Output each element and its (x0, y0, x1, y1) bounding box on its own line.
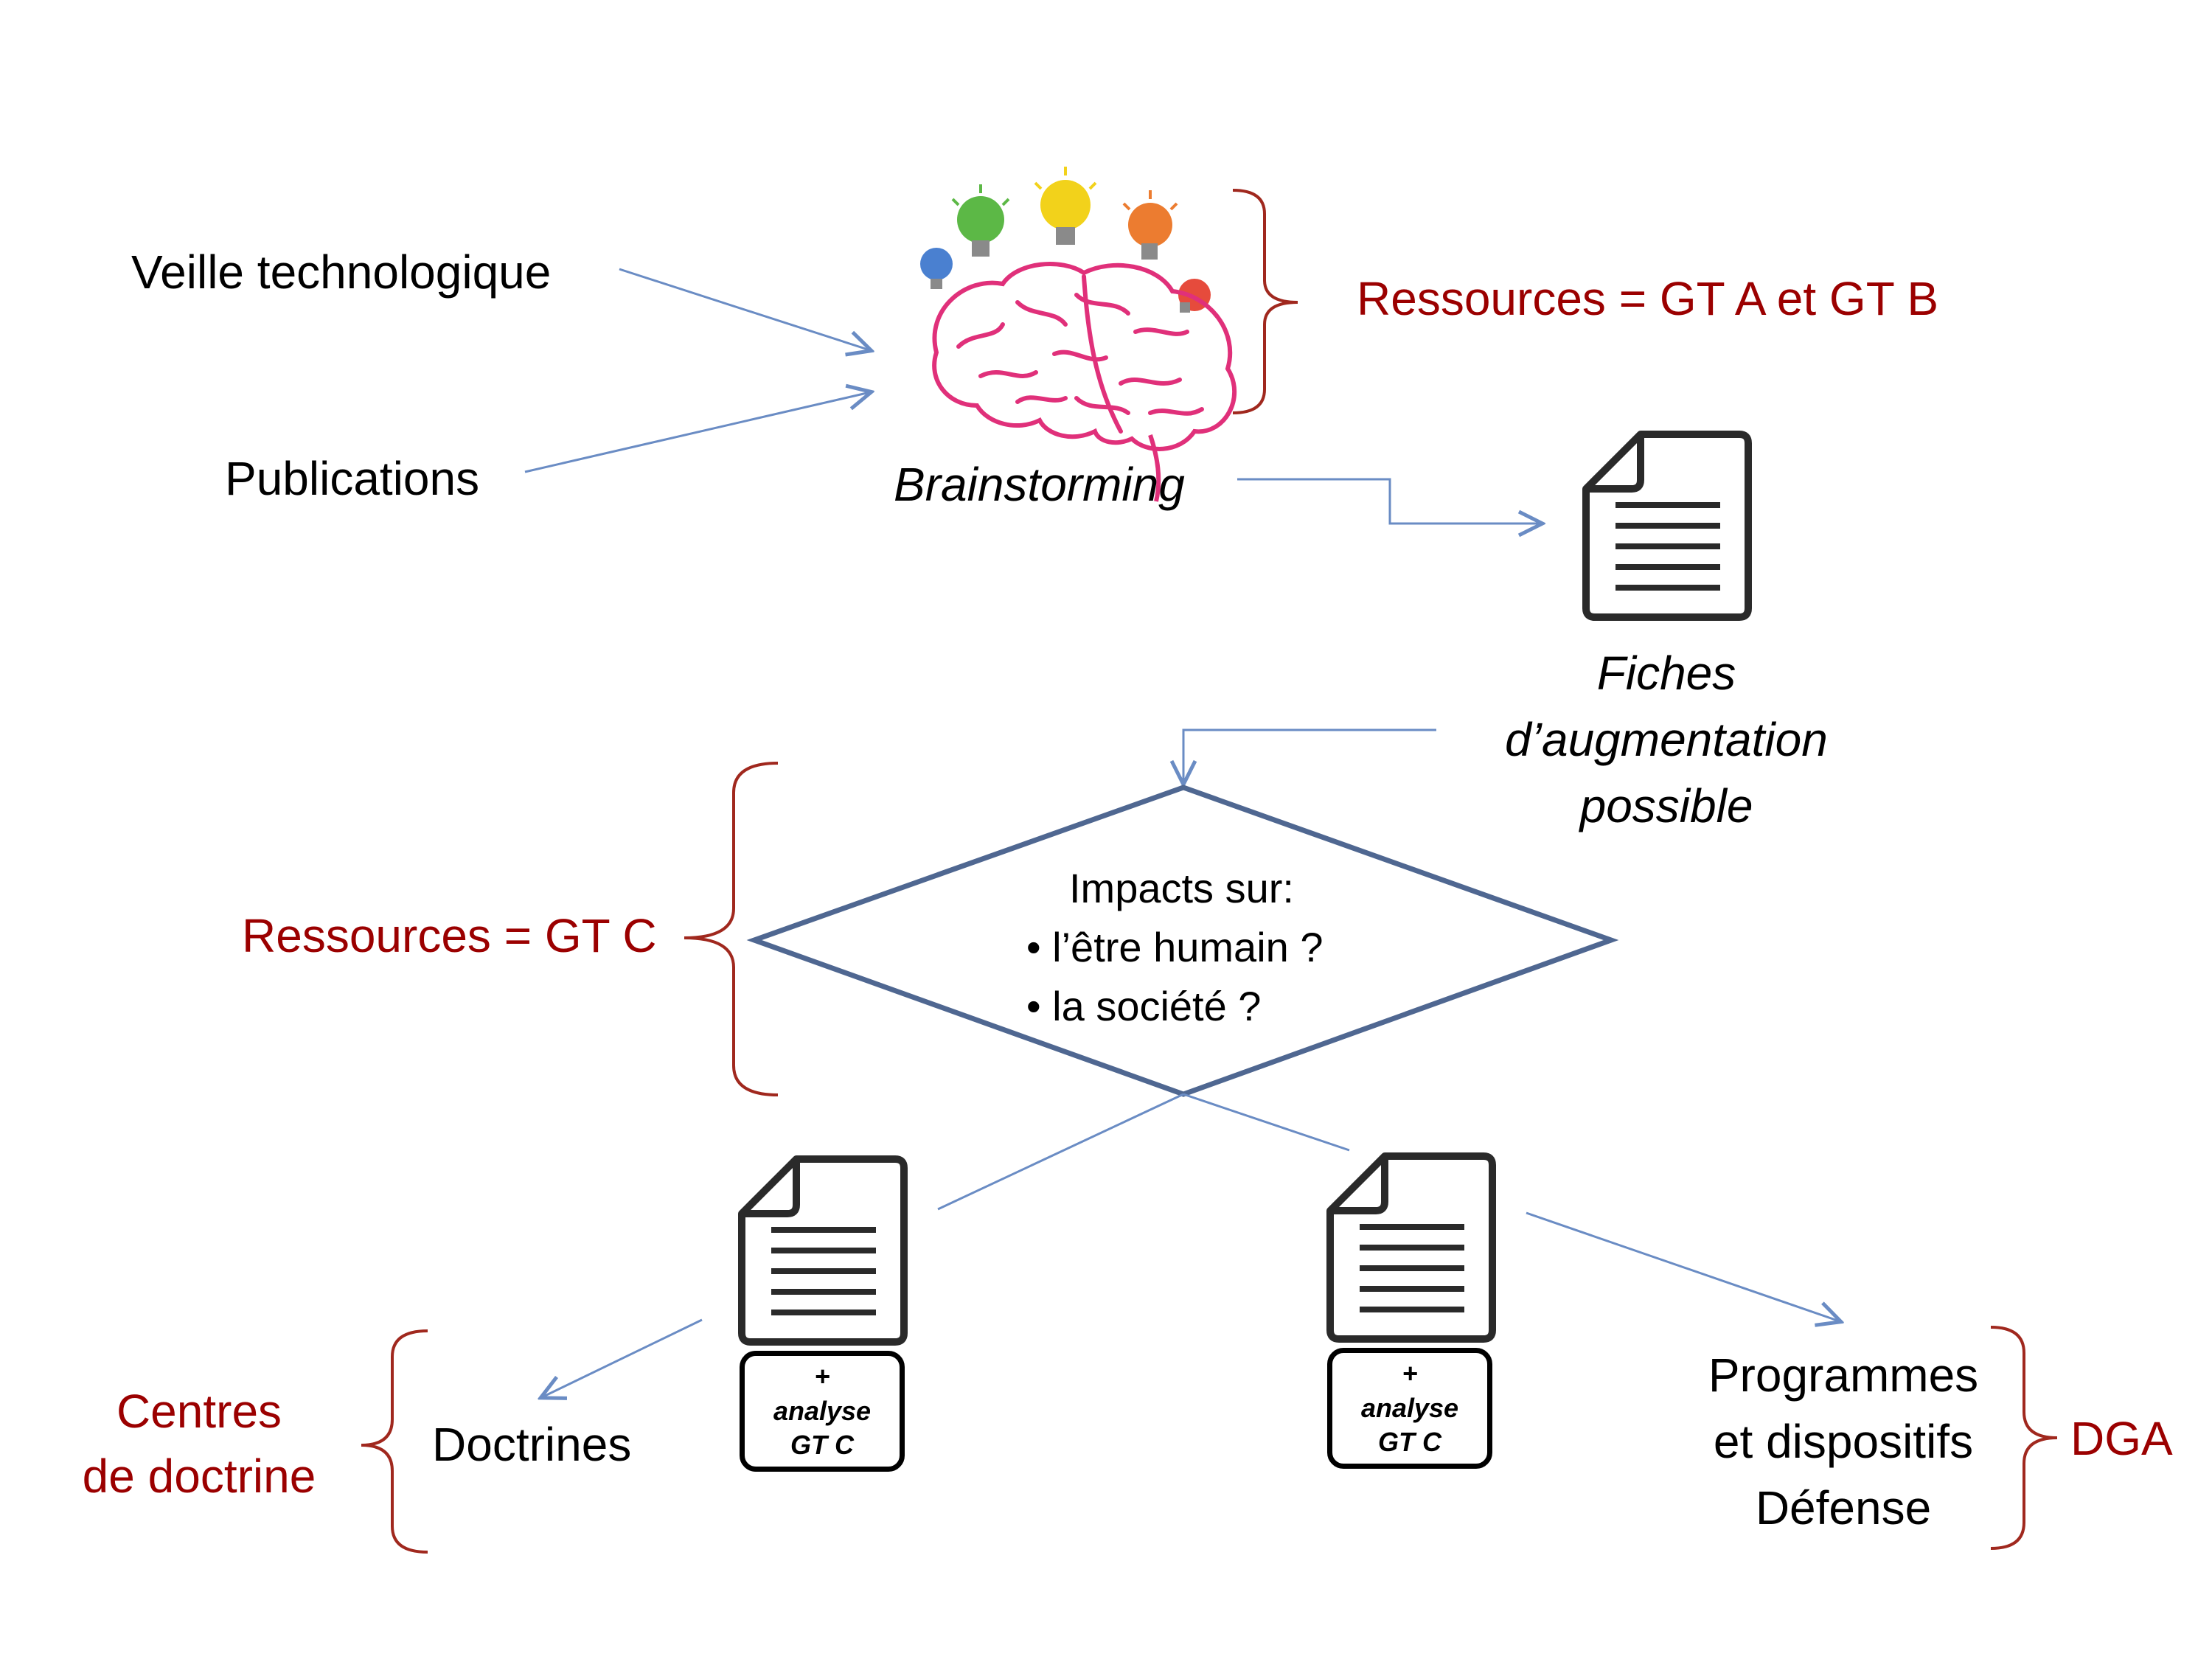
lightbulb-blue-icon (920, 248, 953, 289)
analysis-line-2: GT C (1378, 1427, 1441, 1458)
centres-de-doctrine: Centres de doctrine (52, 1379, 347, 1509)
analysis-box-right: + analyse GT C (1327, 1348, 1492, 1469)
programmes-line-3: Défense (1755, 1481, 1932, 1534)
bracket-decision-resources (684, 762, 779, 1096)
fiches-line-2: d’augmentation (1505, 713, 1828, 766)
analysis-line-1: analyse (773, 1395, 872, 1426)
brainstorm-brain-icon (920, 167, 1237, 502)
dga-label: DGA (2070, 1412, 2173, 1465)
arrow-brainstorm-to-fiches (1237, 478, 1541, 524)
decision-item: la société ? (1026, 977, 1323, 1036)
centres-line-1: Centres (116, 1385, 282, 1438)
bracket-centres (361, 1329, 428, 1554)
resources-gt-c: Ressources = GT C (242, 909, 657, 962)
input-publications: Publications (225, 452, 480, 505)
lightbulb-orange-icon (1122, 190, 1178, 260)
arrow-veille-to-brainstorm (619, 268, 870, 350)
brainstorming-label: Brainstorming (894, 458, 1185, 511)
output-doctrines: Doctrines (432, 1418, 632, 1471)
resources-gt-ab: Ressources = GT A et GT B (1357, 272, 1939, 325)
arrow-publications-to-brainstorm (524, 392, 870, 473)
programmes-line-1: Programmes (1708, 1349, 1979, 1402)
analysis-plus: + (1402, 1357, 1418, 1388)
bracket-brainstorm-resources (1232, 189, 1298, 414)
lightbulb-green-icon (951, 184, 1010, 257)
fiches-label: Fiches d’augmentation possible (1416, 640, 1917, 839)
analysis-box-left: + analyse GT C (740, 1351, 905, 1472)
analysis-line-1: analyse (1360, 1392, 1459, 1423)
programmes-document-icon (1326, 1152, 1496, 1343)
decision-title: Impacts sur: (1069, 865, 1294, 911)
line-decision-to-doc-left (937, 1093, 1184, 1211)
fiches-line-1: Fiches (1596, 647, 1736, 700)
decision-item: l’être humain ? (1026, 918, 1323, 977)
arrow-to-doctrines (542, 1318, 703, 1397)
decision-text: Impacts sur: l’être humain ? la société … (1026, 859, 1323, 1036)
lightbulb-yellow-icon (1034, 167, 1097, 245)
output-programmes: Programmes et dispositifs Défense (1659, 1342, 2028, 1541)
programmes-line-2: et dispositifs (1713, 1415, 1974, 1468)
doctrines-document-icon (738, 1155, 908, 1346)
arrow-to-programmes (1526, 1211, 1840, 1321)
analysis-line-2: GT C (790, 1430, 854, 1461)
line-decision-to-doc-right (1183, 1093, 1350, 1152)
analysis-plus: + (814, 1360, 830, 1391)
fiches-document-icon (1582, 431, 1752, 621)
centres-line-2: de doctrine (82, 1450, 316, 1503)
arrow-fiches-to-decision (1183, 728, 1436, 783)
bracket-dga (1990, 1326, 2058, 1550)
input-veille-technologique: Veille technologique (131, 246, 552, 299)
fiches-line-3: possible (1579, 779, 1753, 832)
decision-list: l’être humain ? la société ? (1026, 918, 1323, 1036)
